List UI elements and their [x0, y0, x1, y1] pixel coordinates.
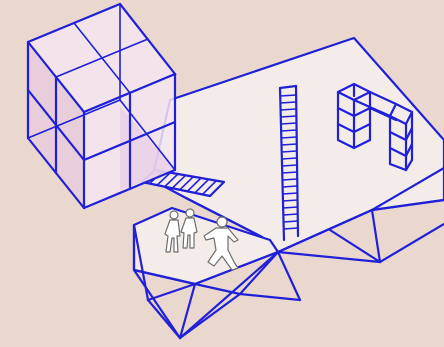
ladder-rung: [284, 228, 298, 229]
ladder-rung: [284, 221, 298, 222]
ladder-rung: [283, 200, 298, 201]
ladder-rung: [283, 214, 297, 215]
ladder-rung: [283, 186, 298, 187]
ladder-rung: [281, 123, 297, 124]
ladder-rung: [283, 207, 297, 208]
ladder-rung: [282, 158, 297, 159]
ladder-rung: [282, 144, 297, 145]
ladder-rung: [282, 179, 297, 180]
ladder-rung: [281, 116, 297, 117]
ladder-rung: [281, 137, 296, 138]
ladder-rung: [283, 193, 298, 194]
ladder-rung: [281, 109, 297, 110]
ladder-rung: [282, 151, 297, 152]
ladder-rung: [282, 165, 297, 166]
ladder-rung: [282, 172, 297, 173]
ladder-rung: [280, 95, 296, 96]
ladder-rung: [280, 102, 296, 103]
ladder-rung: [281, 130, 296, 131]
